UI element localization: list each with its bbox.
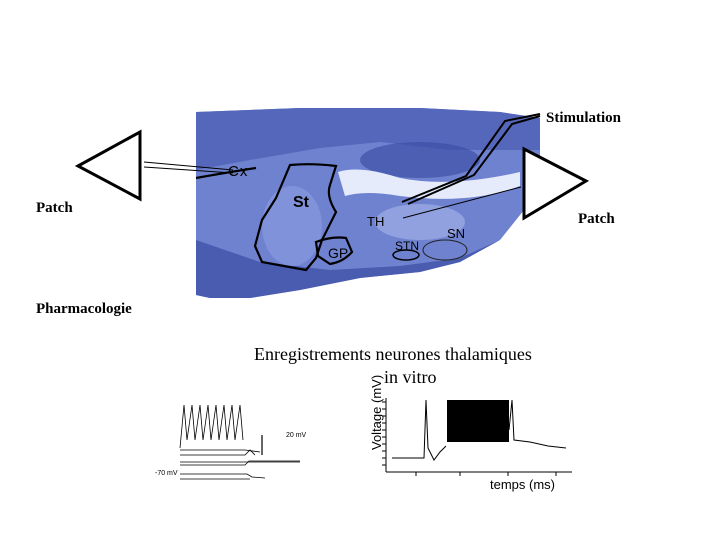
gp-outline [314,236,354,266]
left-spike-train [179,404,261,456]
recording-right [382,398,572,476]
pipette-left-triangle [74,129,142,202]
right-burst-block [447,400,509,442]
pipette-right-triangle [522,146,590,221]
recording-title-line1: Enregistrements neurones thalamiques [254,344,532,364]
region-outlines [195,163,468,272]
brain-slice [196,108,540,298]
striatum-outline [253,163,338,272]
patch-pipette-left [74,129,234,202]
right-x-ticks [415,472,557,476]
recording-left [179,404,300,480]
region-sn-label: SN [447,226,466,241]
patch-left-label: Patch [36,200,73,216]
stn-outline [392,249,420,261]
region-stn-label: STN [395,239,419,253]
region-gp-label: GP [328,245,349,261]
patch-pipette-right [402,146,590,221]
right-ylabel: Voltage (mV) [369,374,384,450]
sn-outline [422,239,468,261]
right-tail [508,399,567,449]
region-cx-label: Cx [228,163,249,180]
region-th-label: TH [367,214,385,229]
striatum-light [262,186,322,266]
stimulation-label: Stimulation [546,110,622,126]
slice-upper-cortex [196,108,540,170]
stimulation-electrode [401,113,541,205]
left-baseline-label: -70 mV [155,470,178,477]
pharmacologie-label: Pharmacologie [36,301,132,317]
slice-lower-band [196,240,500,298]
thalamus-light [375,204,465,240]
patch-right-label: Patch [578,211,615,227]
ventricle [338,169,520,199]
right-xlabel: temps (ms) [490,477,555,492]
hippocampus [360,142,480,178]
region-st-label: St [293,194,309,211]
right-trace [392,399,447,461]
right-y-ticks [382,401,386,466]
left-baseline-trace [180,460,300,480]
left-scale-label: 20 mV [286,432,307,439]
recording-title-line2: in vitro [384,367,437,387]
